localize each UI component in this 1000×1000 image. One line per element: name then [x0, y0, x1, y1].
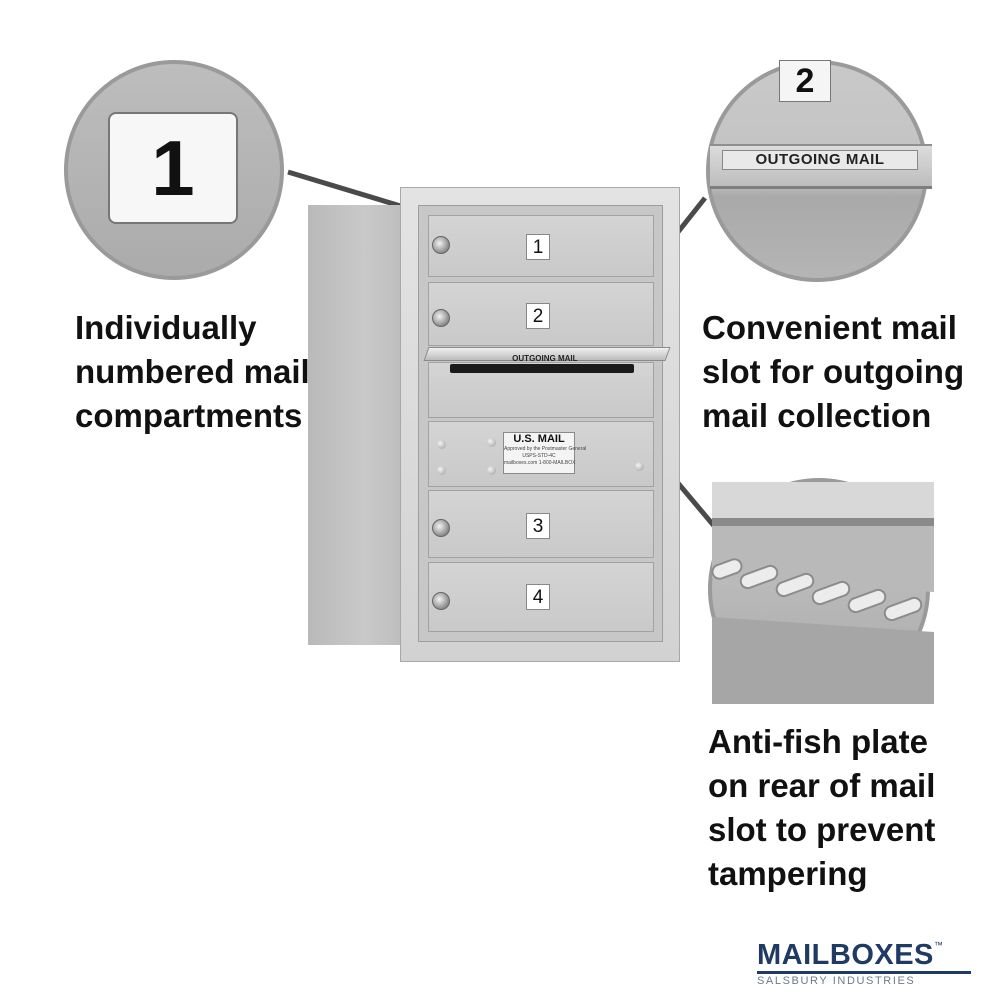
- brand-subtitle: SALSBURY INDUSTRIES: [757, 975, 916, 987]
- us-mail-title: U.S. MAIL: [513, 433, 565, 445]
- outgoing-mail-flap[interactable]: OUTGOING MAIL: [423, 347, 671, 363]
- caption-line: mail collection: [702, 397, 932, 434]
- rivet: [487, 438, 496, 447]
- caption-line: on rear of mail: [708, 767, 936, 804]
- slot-number-tag: 2: [779, 60, 831, 102]
- us-mail-label-plate: U.S. MAIL Approved by the Postmaster Gen…: [503, 432, 587, 474]
- caption-outgoing-slot: Convenient mail slot for outgoing mail c…: [702, 306, 964, 438]
- caption-line: slot for outgoing: [702, 353, 965, 390]
- mailboxes-logo[interactable]: MAILBOXES™ SALSBURY INDUSTRIES: [757, 940, 975, 989]
- slot-label-plate: OUTGOING MAIL: [722, 150, 918, 170]
- compartment-number: 1: [532, 237, 544, 258]
- caption-line: Anti-fish plate: [708, 723, 928, 760]
- lock-icon: [432, 519, 450, 537]
- us-mail-line: mailboxes.com 1-800-MAILBOX: [504, 460, 576, 466]
- number-tag-large-label: 1: [151, 124, 195, 212]
- caption-line: Convenient mail: [702, 309, 957, 346]
- rivet: [437, 466, 446, 475]
- compartment-door-1[interactable]: [428, 215, 654, 277]
- compartment-number-tag: 4: [526, 584, 550, 610]
- caption-numbered-compartments: Individually numbered mail compartments: [75, 306, 310, 438]
- brand-trademark: ™: [933, 940, 943, 950]
- compartment-number-tag: 2: [526, 303, 550, 329]
- caption-line: tampering: [708, 855, 868, 892]
- rivet: [437, 440, 446, 449]
- zoom-circle-number-tag: 1: [64, 60, 284, 280]
- caption-line: compartments: [75, 397, 303, 434]
- zoom-circle-anti-fish-plate: [708, 478, 934, 704]
- lock-icon: [432, 236, 450, 254]
- lock-icon: [432, 592, 450, 610]
- anti-fish-plate-illustration: [711, 482, 934, 704]
- us-mail-line: USPS-STD-4C: [522, 453, 556, 459]
- caption-anti-fish-plate: Anti-fish plate on rear of mail slot to …: [708, 720, 935, 896]
- caption-line: Individually: [75, 309, 257, 346]
- compartment-number-tag: 3: [526, 513, 550, 539]
- zoom-circle-outgoing-slot: 2 OUTGOING MAIL: [706, 60, 932, 282]
- outgoing-mail-slot-opening[interactable]: [450, 364, 634, 373]
- brand-rule: [757, 971, 971, 974]
- slot-label-text: OUTGOING MAIL: [755, 151, 885, 168]
- rivet: [487, 466, 496, 475]
- compartment-number: 2: [532, 306, 544, 327]
- slot-number-tag-label: 2: [795, 62, 815, 100]
- rivet: [635, 462, 644, 471]
- compartment-number-tag: 1: [526, 234, 550, 260]
- mailbox-side-panel: [308, 205, 403, 645]
- caption-line: numbered mail: [75, 353, 310, 390]
- compartment-number: 3: [532, 516, 544, 537]
- number-tag-large: 1: [108, 112, 238, 224]
- us-mail-line: Approved by the Postmaster General: [504, 446, 587, 452]
- lock-icon: [432, 309, 450, 327]
- brand-name: MAILBOXES: [757, 939, 934, 971]
- caption-line: slot to prevent: [708, 811, 936, 848]
- compartment-number: 4: [532, 587, 544, 608]
